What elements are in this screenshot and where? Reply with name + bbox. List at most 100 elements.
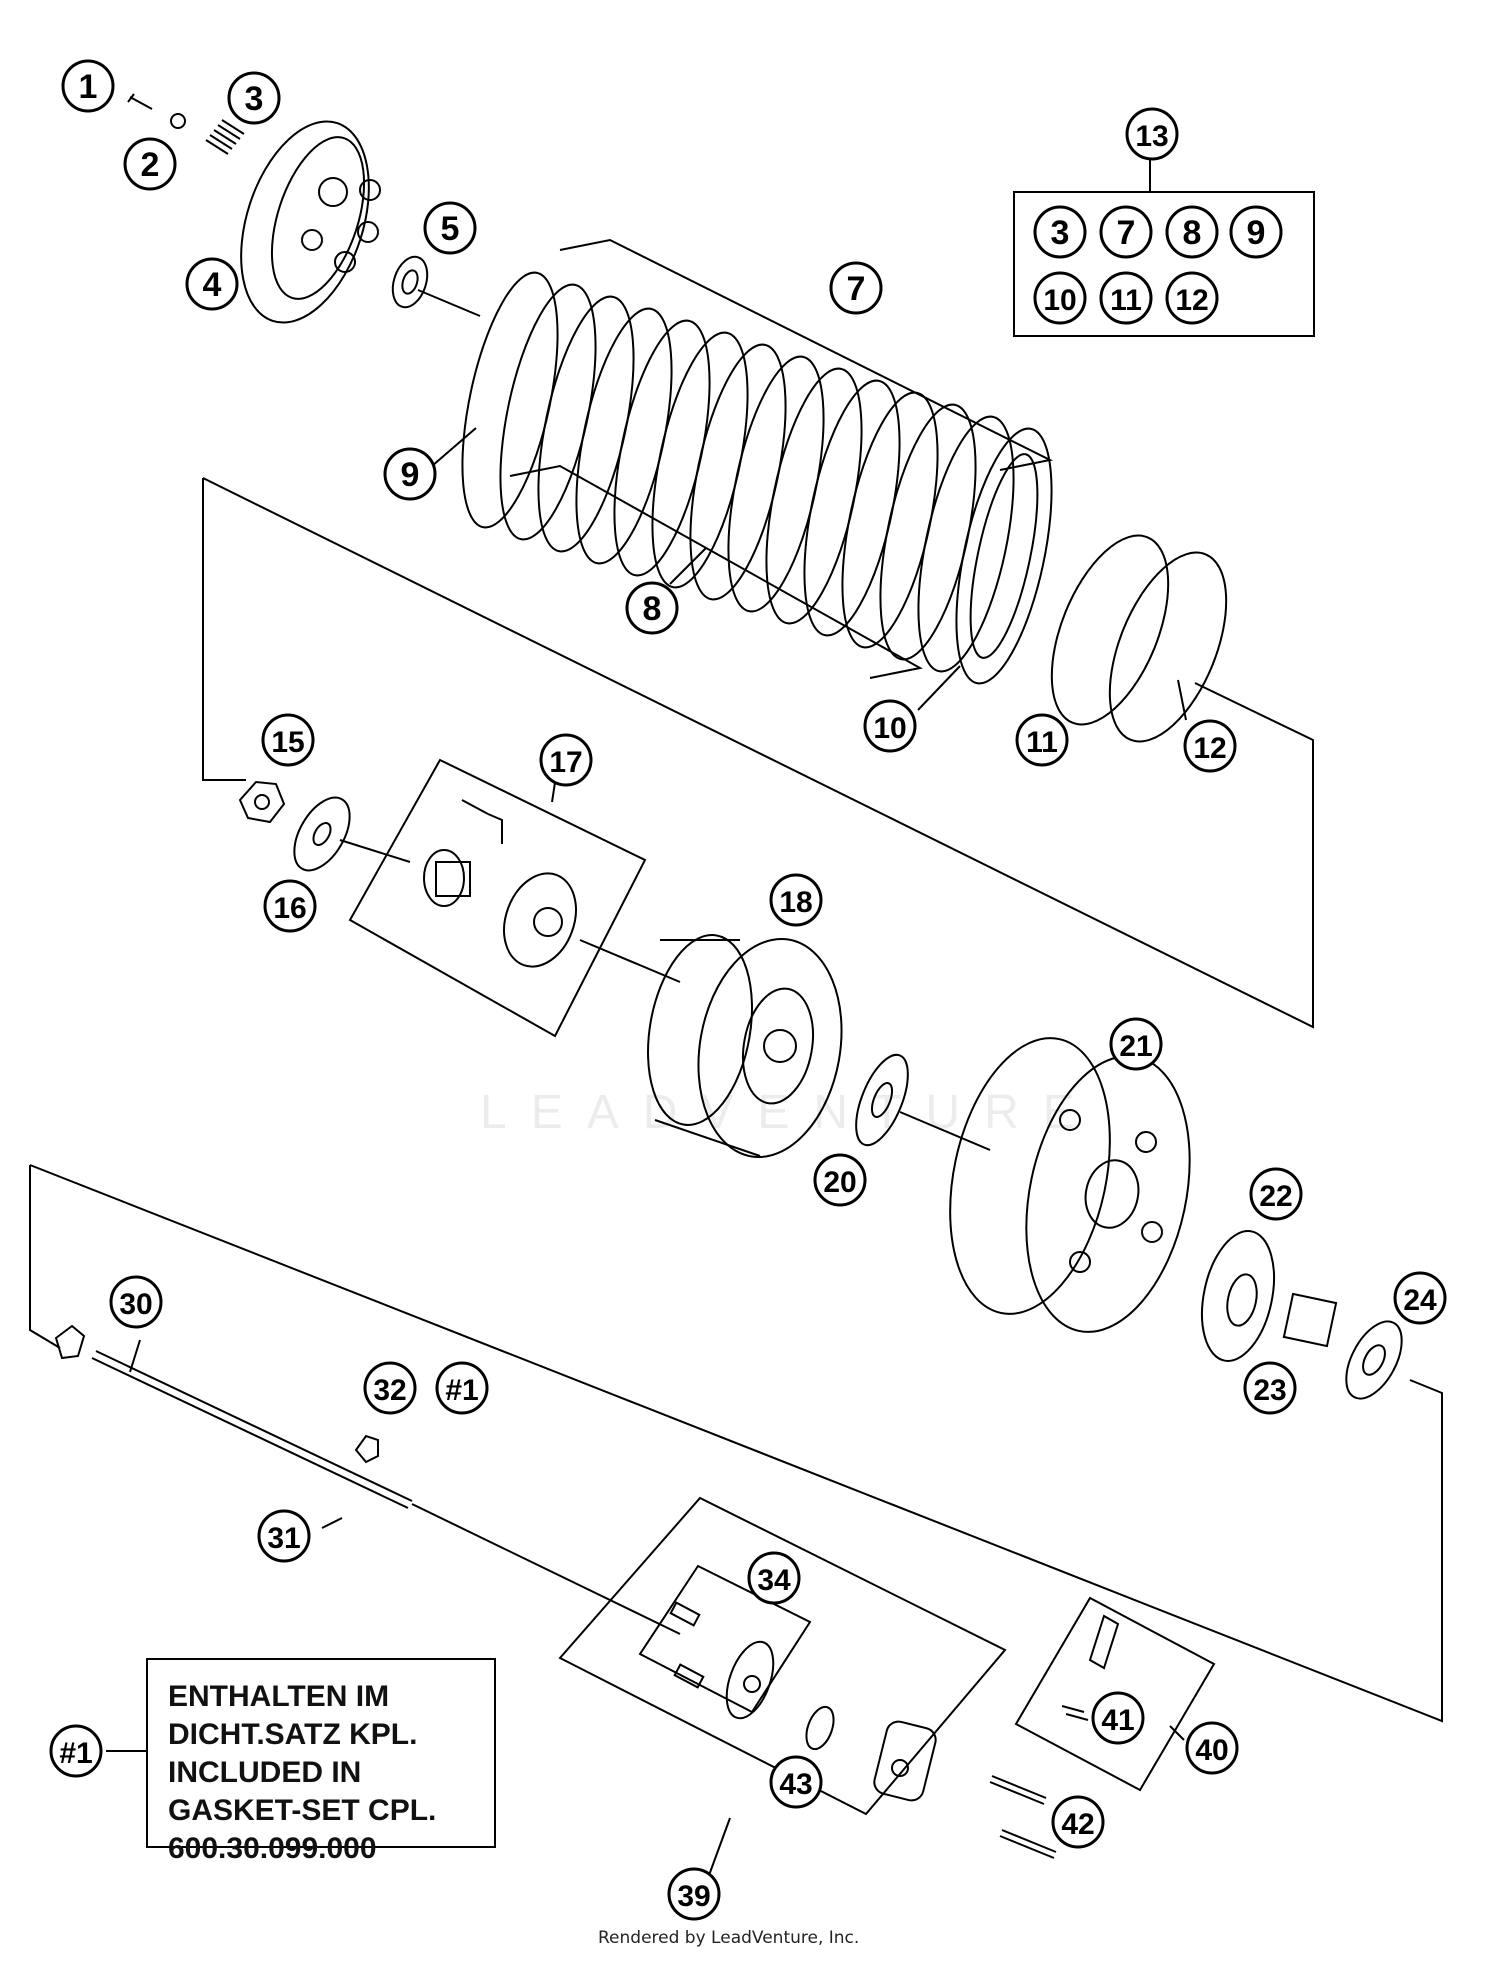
- kit-item-label: 12: [1175, 284, 1208, 317]
- callout-c12: 12: [1183, 719, 1237, 773]
- note-line: 600.30.099.000: [168, 1832, 377, 1865]
- gear-22: [1201, 1230, 1275, 1362]
- callout-label: 13: [1135, 120, 1168, 153]
- axis-line-3: [579, 939, 681, 983]
- callout-label: 40: [1195, 1734, 1228, 1767]
- axis-line-5: [411, 1503, 681, 1635]
- pressure-plate: [240, 120, 381, 324]
- callout-c20: 20: [813, 1153, 867, 1207]
- needle-bearing-23: [1282, 1292, 1338, 1348]
- kit-item-callout: 8: [1165, 205, 1219, 259]
- kit-item-circle: [1099, 205, 1153, 259]
- callout-c23: 23: [1243, 1361, 1297, 1415]
- nut-15: [238, 780, 286, 824]
- callout-c9: 9: [383, 447, 437, 501]
- callout-circle: [813, 1153, 867, 1207]
- callout-c5: 5: [423, 201, 477, 255]
- watermark-text: LEADVENTURE: [480, 1086, 1099, 1139]
- callout-c18: 18: [769, 873, 823, 927]
- callout-label: 4: [203, 266, 222, 304]
- callout-circle: [263, 879, 317, 933]
- callout-c10: 10: [863, 699, 917, 753]
- push-rod-30: [54, 1324, 413, 1509]
- kit-item-callout: 11: [1099, 271, 1153, 325]
- gasket-note-box: ENTHALTEN IM DICHT.SATZ KPL. INCLUDED IN…: [146, 1658, 496, 1865]
- screw-part: [127, 93, 153, 110]
- callout-label: 16: [273, 892, 306, 925]
- kit-item-circle: [1033, 271, 1087, 325]
- pin-31: [321, 1517, 343, 1529]
- callout-circle: [49, 1724, 103, 1778]
- kit-item-label: 11: [1110, 284, 1142, 317]
- callout-c11: 11: [1015, 713, 1069, 767]
- callout-c42: 42: [1051, 1795, 1105, 1849]
- callout-circle: [435, 1361, 489, 1415]
- bolt-42b: [999, 1829, 1057, 1859]
- leader-10: [917, 665, 961, 711]
- kit-item-label: 3: [1051, 214, 1070, 252]
- callout-c32: 32: [363, 1361, 417, 1415]
- callout-c30: 30: [109, 1275, 163, 1329]
- kit-item-label: 7: [1117, 214, 1136, 252]
- kit-item-callout: 12: [1165, 271, 1219, 325]
- kit-item-circle: [1033, 205, 1087, 259]
- piston-assembly: [669, 1601, 937, 1802]
- axis-line-2: [339, 839, 411, 863]
- callout-label: 39: [677, 1880, 710, 1913]
- nut-32: [354, 1434, 379, 1464]
- callout-label: 17: [549, 746, 582, 779]
- callout-c24: 24: [1393, 1271, 1447, 1325]
- washer-small: [170, 113, 186, 129]
- callout-label: 5: [441, 210, 460, 248]
- kit-item-callout: 3: [1033, 205, 1087, 259]
- callout-circle: [769, 1755, 823, 1809]
- callout-c8: 8: [625, 581, 679, 635]
- callout-c7: 7: [829, 261, 883, 315]
- leader-8: [669, 547, 707, 585]
- callout-circle: [185, 257, 239, 311]
- kit-item-circle: [1165, 205, 1219, 259]
- callout-c21: 21: [1109, 1017, 1163, 1071]
- callout-circle: [227, 71, 281, 125]
- callout-label: 7: [847, 270, 866, 308]
- callout-c34: 34: [747, 1551, 801, 1605]
- callout-circle: [1091, 1691, 1145, 1745]
- callout-circle: [261, 713, 315, 767]
- kit-item-callout: 10: [1033, 271, 1087, 325]
- kit-item-callout: 7: [1099, 205, 1153, 259]
- callout-c16: 16: [263, 879, 317, 933]
- callout-c40: 40: [1185, 1721, 1239, 1775]
- callout-c13: 13: [1125, 107, 1179, 161]
- leader-frame-upper-right: [202, 477, 1314, 1029]
- callout-label: 10: [873, 712, 906, 745]
- slave-box-frame: [558, 1496, 1007, 1816]
- callout-circle: [1183, 719, 1237, 773]
- callout-circle: [829, 261, 883, 315]
- leader-frame-lower-right: [29, 1164, 1443, 1723]
- callout-c32n: #1: [435, 1361, 489, 1415]
- callout-cnote: #1: [49, 1724, 103, 1778]
- callout-label: 41: [1101, 1704, 1134, 1737]
- leader-39: [707, 1817, 731, 1879]
- leader-40: [1169, 1725, 1185, 1741]
- callout-label: 31: [267, 1522, 300, 1555]
- note-line: GASKET-SET CPL.: [168, 1794, 437, 1827]
- bracket-lower: [509, 464, 923, 679]
- callout-c17: 17: [539, 733, 593, 787]
- callout-c15: 15: [261, 713, 315, 767]
- damper-assembly: [423, 799, 577, 968]
- callout-circle: [257, 1509, 311, 1563]
- callout-circle: [1015, 713, 1069, 767]
- leader-12: [1177, 679, 1187, 721]
- piston-box-frame: [638, 1564, 812, 1714]
- callout-label: 18: [779, 886, 812, 919]
- callout-label: 20: [823, 1166, 856, 1199]
- render-credit: Rendered by LeadVenture, Inc.: [598, 1928, 860, 1948]
- washer-24: [1345, 1320, 1403, 1400]
- callout-circle: [667, 1867, 721, 1921]
- callout-circle: [1393, 1271, 1447, 1325]
- callout-circle: [123, 137, 177, 191]
- leader-frame-upper: [202, 478, 246, 781]
- note-line: ENTHALTEN IM: [168, 1680, 390, 1713]
